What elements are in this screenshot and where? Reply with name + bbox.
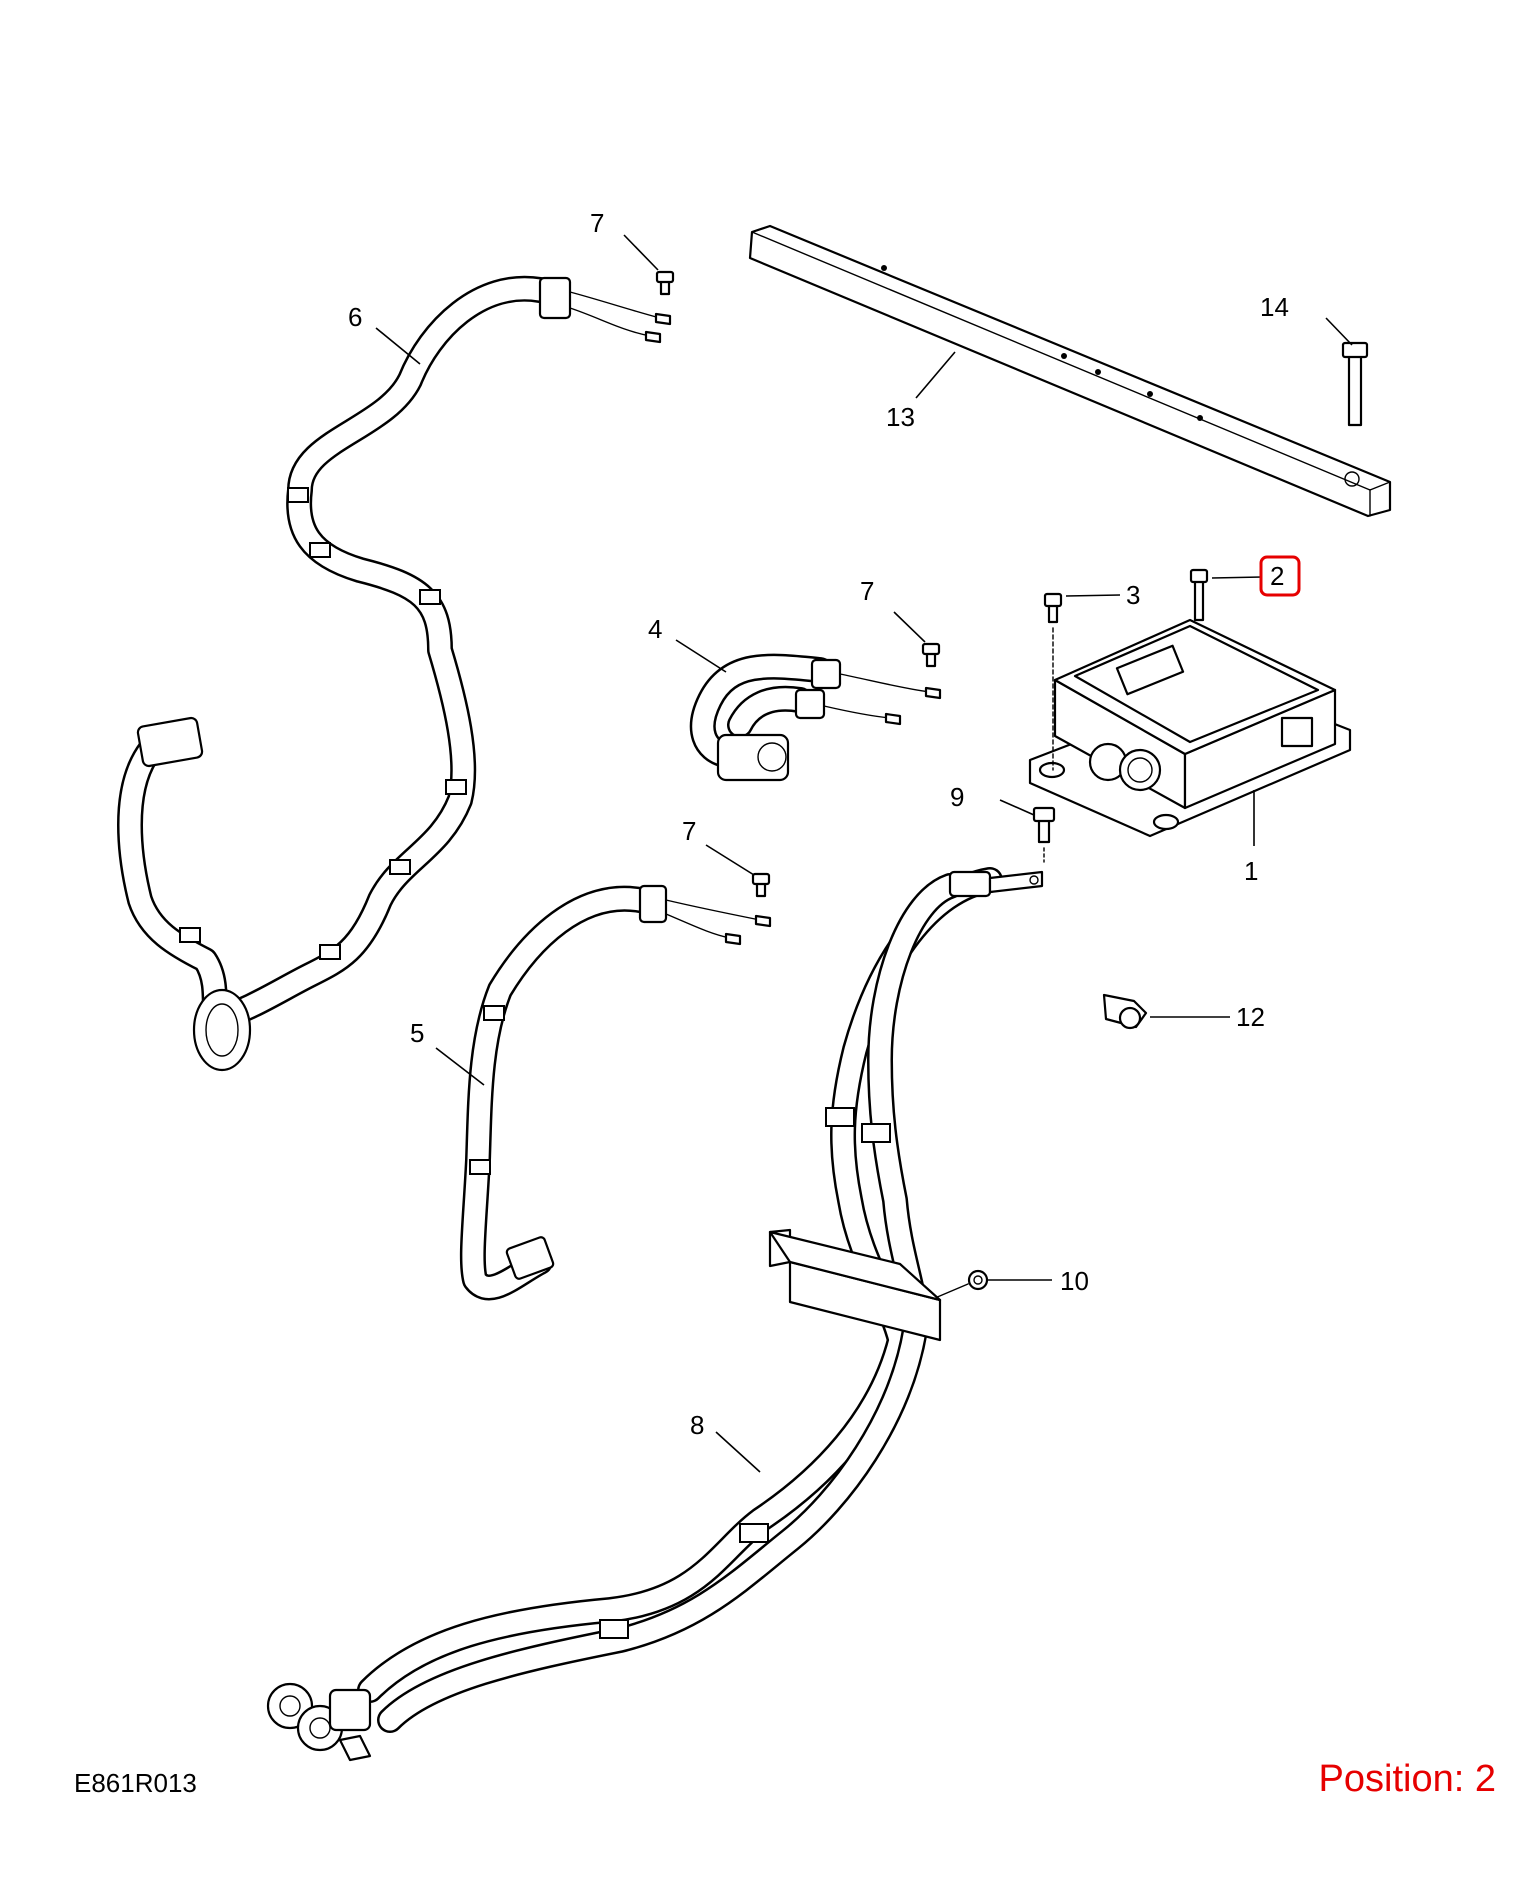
bolt-7b: [921, 642, 941, 668]
callout-9[interactable]: 9: [950, 782, 964, 812]
callout-7-top[interactable]: 7: [590, 208, 604, 238]
harness-5: [459, 884, 772, 1301]
callout-12[interactable]: 12: [1236, 1002, 1265, 1032]
selected-callout-highlight: [1259, 555, 1301, 597]
position-label: Position: 2: [1318, 1758, 1496, 1800]
callout-7-middle[interactable]: 7: [860, 576, 874, 606]
battery-cable-8: [266, 867, 1044, 1762]
callout-14[interactable]: 14: [1260, 292, 1289, 322]
clip-12: [1102, 993, 1148, 1030]
callout-3[interactable]: 3: [1126, 580, 1140, 610]
callout-4[interactable]: 4: [648, 614, 662, 644]
callout-8[interactable]: 8: [690, 1410, 704, 1440]
callout-6[interactable]: 6: [348, 302, 362, 332]
callout-7-lower[interactable]: 7: [682, 816, 696, 846]
callout-1[interactable]: 1: [1244, 856, 1258, 886]
harness-4: [689, 653, 942, 782]
callout-13[interactable]: 13: [886, 402, 915, 432]
leader-lines: [375, 234, 1353, 1473]
module-bolt-2: [1189, 568, 1209, 622]
ground-bolt-9: [1032, 806, 1056, 863]
control-module: [1028, 618, 1352, 838]
bolt-7c: [751, 872, 771, 898]
nut-10: [934, 1269, 989, 1299]
callout-2[interactable]: 2: [1270, 561, 1284, 591]
callout-10[interactable]: 10: [1060, 1266, 1089, 1296]
rail-bolt: [1341, 341, 1369, 427]
cross-member-rail: [748, 224, 1392, 518]
harness-6: [117, 275, 672, 1072]
drawing-code: E861R013: [74, 1768, 197, 1798]
bolt-7a: [655, 270, 675, 296]
module-bolt-3: [1043, 592, 1063, 771]
callout-5[interactable]: 5: [410, 1018, 424, 1048]
